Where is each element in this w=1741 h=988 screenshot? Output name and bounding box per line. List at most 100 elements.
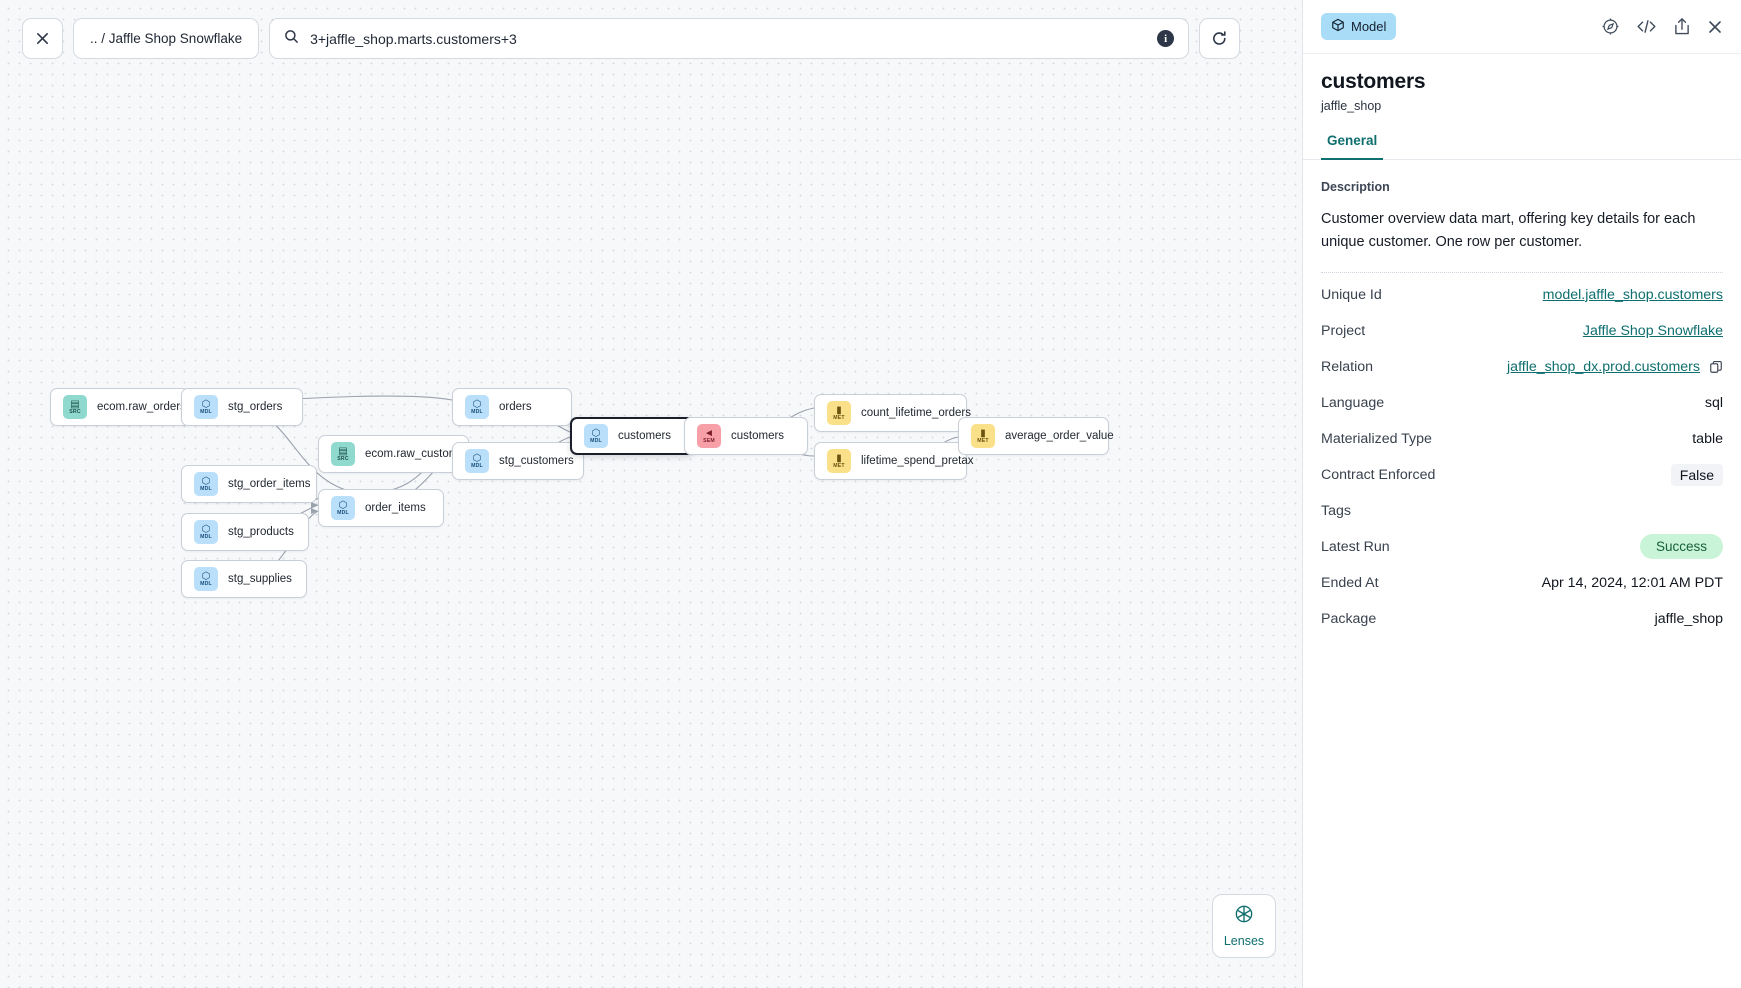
property-value: table (1692, 431, 1723, 447)
close-panel-icon[interactable] (1707, 19, 1723, 35)
property-key: Ended At (1321, 574, 1379, 591)
property-key: Project (1321, 322, 1366, 339)
panel-body: Description Customer overview data mart,… (1303, 160, 1741, 988)
share-icon[interactable] (1673, 17, 1691, 36)
close-icon (35, 31, 50, 46)
property-key: Relation (1321, 358, 1374, 375)
search-bar[interactable]: 3+jaffle_shop.marts.customers+3 i (269, 18, 1190, 59)
description-label: Description (1321, 180, 1390, 194)
property-link[interactable]: model.jaffle_shop.customers (1542, 286, 1723, 303)
property-key: Language (1321, 394, 1385, 411)
panel-toolbar: Model (1303, 0, 1741, 54)
graph-node-label: order_items (365, 502, 426, 514)
property-row: Contract Enforced False (1321, 457, 1723, 493)
property-row: Tags (1321, 493, 1723, 529)
panel-tabs: General (1303, 133, 1741, 160)
property-text: sql (1704, 394, 1723, 411)
property-value: model.jaffle_shop.customers (1543, 287, 1723, 303)
property-value: False (1670, 463, 1723, 486)
description-text: Customer overview data mart, offering ke… (1321, 211, 1696, 250)
graph-node-label: orders (499, 401, 532, 413)
lenses-label: Lenses (1223, 934, 1265, 948)
node-kind-icon-mdl: ⬡MDL (194, 520, 218, 544)
graph-node-label: stg_supplies (228, 573, 292, 585)
node-kind-icon-mdl: ⬡MDL (194, 567, 218, 591)
panel-header: customers jaffle_shop (1303, 54, 1741, 113)
graph-node-lifetime_spend_pretax[interactable]: ▮MET lifetime_spend_pretax (814, 442, 974, 480)
page-title: customers (1321, 70, 1426, 93)
node-kind-icon-mdl: ⬡MDL (194, 472, 218, 496)
property-key: Package (1321, 610, 1377, 627)
node-kind-icon-met: ▮MET (827, 401, 851, 425)
node-type-label: Model (1351, 19, 1387, 34)
property-row: Unique Id model.jaffle_shop.customers (1321, 277, 1723, 313)
graph-node-label: average_order_value (1005, 430, 1114, 442)
code-icon[interactable] (1636, 17, 1657, 36)
tab-general[interactable]: General (1321, 133, 1384, 160)
refresh-icon (1211, 30, 1228, 47)
property-link[interactable]: Jaffle Shop Snowflake (1582, 322, 1723, 339)
property-key: Unique Id (1321, 286, 1382, 303)
property-row: Relation jaffle_shop_dx.prod.customers (1321, 349, 1723, 385)
explore-icon[interactable] (1601, 17, 1620, 36)
details-panel: Model (1302, 0, 1741, 988)
canvas-toolbar: .. / Jaffle Shop Snowflake 3+jaffle_shop… (22, 18, 1241, 59)
node-kind-icon-mdl: ⬡MDL (465, 395, 489, 419)
graph-node-customers[interactable]: ⬡MDL customers (570, 417, 694, 455)
status-badge: False (1670, 463, 1723, 486)
lineage-canvas[interactable]: .. / Jaffle Shop Snowflake 3+jaffle_shop… (0, 0, 1302, 988)
property-value: Success (1639, 534, 1723, 560)
node-kind-icon-mdl: ⬡MDL (465, 449, 489, 473)
cube-icon (1331, 18, 1345, 35)
node-kind-icon-met: ▮MET (827, 449, 851, 473)
graph-node-label: lifetime_spend_pretax (861, 455, 974, 467)
close-button[interactable] (22, 18, 63, 59)
node-kind-icon-mdl: ⬡MDL (331, 496, 355, 520)
copy-icon[interactable] (1709, 360, 1723, 374)
property-key: Contract Enforced (1321, 466, 1436, 483)
property-row: Project Jaffle Shop Snowflake (1321, 313, 1723, 349)
refresh-button[interactable] (1199, 18, 1241, 59)
property-row: Language sql (1321, 385, 1723, 421)
section-divider (1321, 271, 1723, 273)
node-kind-icon-src: ▤SRC (63, 395, 87, 419)
graph-node-label: stg_products (228, 526, 294, 538)
property-link[interactable]: jaffle_shop_dx.prod.customers (1507, 358, 1700, 375)
graph-node-ecom-raw_orders[interactable]: ▤SRC ecom.raw_orders (50, 388, 190, 426)
graph-node-label: ecom.raw_orders (97, 401, 186, 413)
graph-node-orders[interactable]: ⬡MDL orders (452, 388, 572, 426)
node-kind-icon-mdl: ⬡MDL (584, 424, 608, 448)
graph-node-order_items[interactable]: ⬡MDL order_items (318, 489, 444, 527)
graph-node-average_order_value[interactable]: ▮MET average_order_value (958, 417, 1114, 455)
property-value: Jaffle Shop Snowflake (1583, 323, 1723, 339)
lenses-button[interactable]: Lenses (1212, 894, 1276, 958)
property-key: Tags (1321, 502, 1351, 519)
node-kind-icon-src: ▤SRC (331, 442, 355, 466)
property-value: sql (1705, 395, 1723, 411)
graph-node-label: customers (731, 430, 785, 442)
node-type-badge[interactable]: Model (1321, 13, 1397, 40)
graph-node-stg_products[interactable]: ⬡MDL stg_products (181, 513, 309, 551)
node-kind-icon-sem: ◄SEM (697, 424, 721, 448)
graph-node-stg_supplies[interactable]: ⬡MDL stg_supplies (181, 560, 307, 598)
page-subtitle: jaffle_shop (1321, 99, 1382, 113)
breadcrumb[interactable]: .. / Jaffle Shop Snowflake (73, 18, 260, 59)
node-kind-icon-met: ▮MET (971, 424, 995, 448)
node-kind-icon-mdl: ⬡MDL (194, 395, 218, 419)
info-icon[interactable]: i (1157, 30, 1175, 47)
search-input[interactable]: 3+jaffle_shop.marts.customers+3 (310, 30, 517, 47)
panel-action-icons (1601, 17, 1723, 36)
property-value: jaffle_shop_dx.prod.customers (1507, 359, 1723, 375)
graph-node-label: customers (618, 430, 672, 442)
graph-node-customers[interactable]: ◄SEM customers (684, 417, 808, 455)
